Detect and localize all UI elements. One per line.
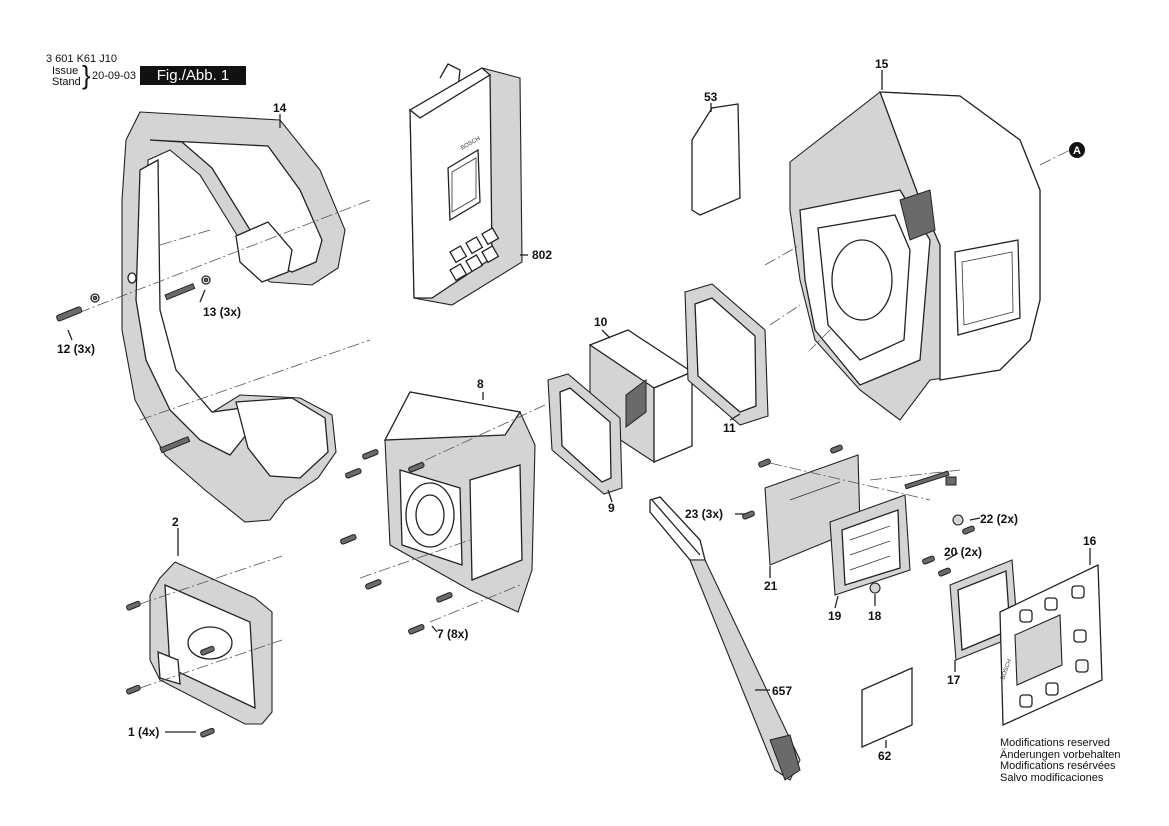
- label-2: 2: [172, 515, 179, 529]
- label-21: 21: [764, 579, 778, 593]
- stand-label: Stand: [52, 76, 81, 88]
- label-13: 13 (3x): [203, 305, 241, 319]
- part-11-window-frame: [684, 283, 769, 426]
- notice-es: Salvo modificaciones: [1000, 771, 1104, 784]
- part-10-prism-block: [588, 329, 694, 464]
- callout-a-letter: A: [1073, 145, 1081, 157]
- label-18: 18: [868, 609, 882, 623]
- label-23: 23 (3x): [685, 507, 723, 521]
- leader-lines: [67, 70, 1091, 748]
- label-7: 7 (8x): [437, 627, 468, 641]
- label-14: 14: [273, 101, 287, 115]
- notice-fr: Modifications resérvées: [1000, 760, 1116, 772]
- label-19: 19: [828, 609, 842, 623]
- label-22: 22 (2x): [980, 512, 1018, 526]
- label-1: 1 (4x): [128, 725, 159, 739]
- part-19-laser-module: [829, 470, 957, 596]
- part-8-mount-frame: [383, 391, 546, 613]
- part-18-20-22-small-parts: [869, 514, 975, 594]
- issue-label: Issue: [52, 65, 79, 77]
- part-9-gasket: [547, 373, 623, 495]
- label-53: 53: [704, 90, 718, 104]
- label-12: 12 (3x): [57, 342, 95, 356]
- brace-glyph: }: [82, 60, 91, 90]
- modifications-notice: Modifications reserved Änderungen vorbeh…: [1000, 737, 1121, 784]
- part-7-screws: [340, 449, 521, 635]
- part-802-remote-receiver: BOSCH: [408, 63, 523, 306]
- part-15-main-housing: [764, 91, 1071, 421]
- part-62-label: [861, 667, 913, 748]
- label-20: 20 (2x): [944, 545, 982, 559]
- label-11: 11: [723, 421, 736, 435]
- callout-a: A: [1069, 142, 1085, 158]
- label-17: 17: [947, 673, 961, 687]
- label-10: 10: [594, 315, 608, 329]
- notice-en: Modifications reserved: [1000, 737, 1111, 749]
- label-8: 8: [477, 377, 484, 391]
- part-53-label: [691, 103, 741, 216]
- part-14-handle-frame: [56, 111, 371, 523]
- issue-date: 20-09-03: [92, 70, 137, 82]
- label-16: 16: [1083, 534, 1097, 548]
- label-9: 9: [608, 501, 615, 515]
- label-802: 802: [532, 248, 552, 262]
- part-labels: 14 13 (3x) 12 (3x) 802 53 15 10 11 8 9 2…: [57, 57, 1097, 763]
- label-15: 15: [875, 57, 889, 71]
- label-62: 62: [878, 749, 892, 763]
- part-16-keypad-label: BOSCH: [999, 563, 1103, 726]
- notice-de: Änderungen vorbehalten: [1000, 748, 1121, 761]
- part-number: 3 601 K61 J10: [46, 53, 117, 65]
- part-2-base-plate: [126, 555, 283, 738]
- label-657: 657: [772, 684, 792, 698]
- part-657-strap: [649, 496, 801, 781]
- figure-label: Fig./Abb. 1: [140, 66, 246, 85]
